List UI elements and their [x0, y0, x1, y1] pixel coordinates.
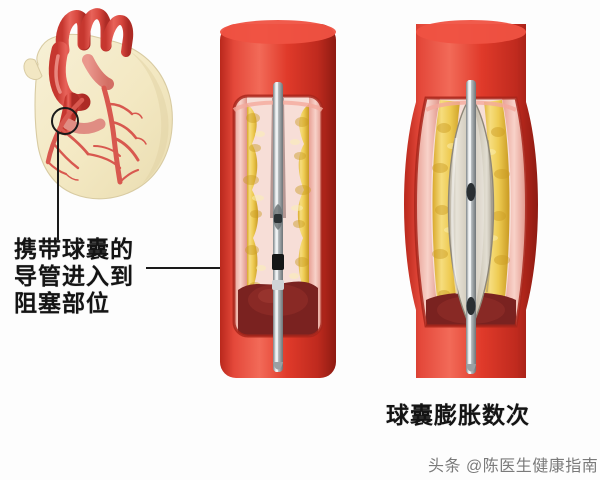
balloon-catheter-inflated	[466, 80, 476, 374]
vessel-inflated-balloon	[404, 20, 538, 378]
heart-illustration	[8, 4, 198, 219]
catheter-tip-pointer	[146, 267, 280, 269]
myocardium	[23, 33, 173, 200]
heart-svg	[23, 8, 173, 200]
vessel-deflated-balloon	[220, 20, 336, 378]
blockage-site-circle	[51, 107, 79, 135]
radiopaque-marker-band	[466, 183, 476, 201]
blockage-site-pointer	[57, 132, 59, 240]
watermark: 头条 @陈医生健康指南	[428, 458, 599, 475]
inflation-caption: 球囊膨胀数次	[386, 402, 530, 428]
coronary-arteries	[45, 85, 147, 185]
balloon-catheter-deflated	[272, 82, 284, 372]
radiopaque-marker-band	[466, 297, 476, 315]
catheter-caption: 携带球囊的 导管进入到 阻塞部位	[14, 236, 134, 316]
